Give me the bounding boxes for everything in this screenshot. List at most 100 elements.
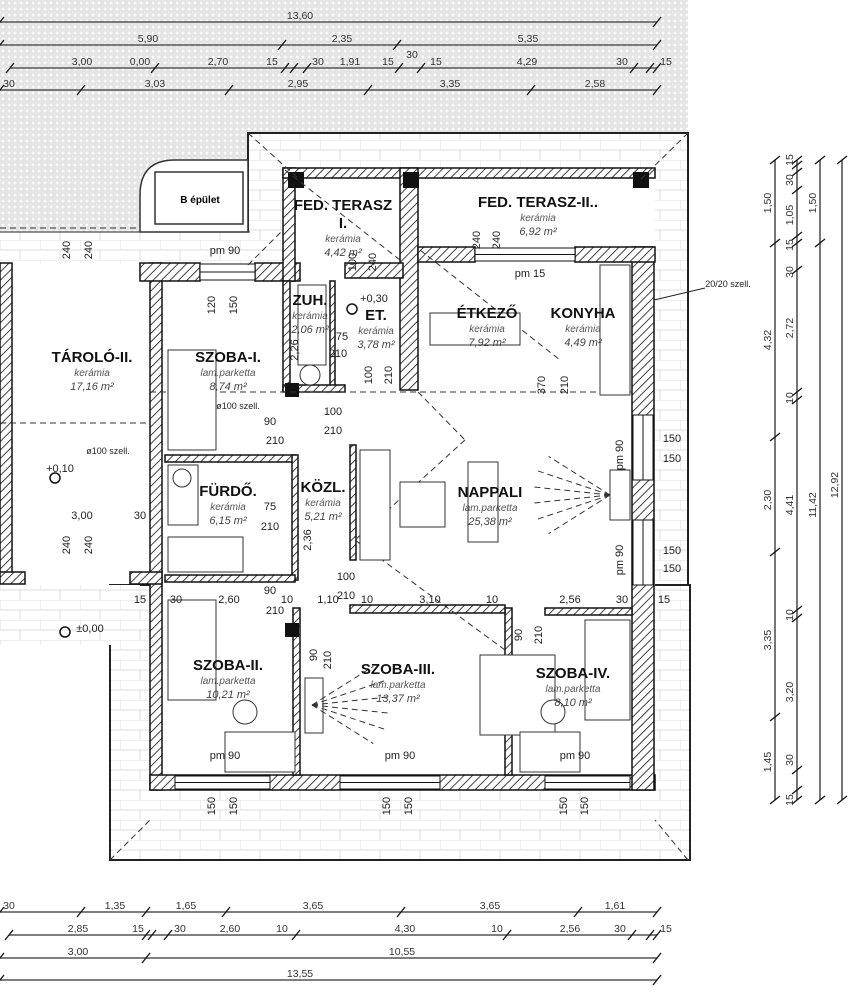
annotation-label: pm 90 xyxy=(614,545,626,576)
room-area: 10,21 m² xyxy=(206,689,250,701)
dimension-tick xyxy=(652,39,662,51)
dimension-tick xyxy=(791,155,803,165)
annotation-label: 150 xyxy=(228,296,240,314)
room-name: NAPPALI xyxy=(458,484,523,501)
dimension-label: 2,85 xyxy=(68,923,89,935)
dimension-label: 30 xyxy=(784,174,796,186)
wall-segment xyxy=(349,444,357,561)
dimension-tick xyxy=(526,84,536,96)
room-area: 6,15 m² xyxy=(209,515,247,527)
dimension-tick xyxy=(652,952,662,964)
annotation-label: 10 xyxy=(486,594,498,606)
annotation-label: 20/20 szell. xyxy=(705,279,751,289)
dimension-label: 1,61 xyxy=(605,900,626,912)
dimension-tick xyxy=(791,387,803,397)
annotation-label: 370 xyxy=(536,376,548,394)
annotation-label: 30 xyxy=(616,594,628,606)
dimension-label: 3,00 xyxy=(68,946,89,958)
dimension-label: 30 xyxy=(616,56,628,68)
dimension-label: 4,41 xyxy=(784,495,796,516)
dimension-label: 30 xyxy=(614,923,626,935)
annotation-label: 150 xyxy=(663,563,681,575)
dimension-tick xyxy=(791,160,803,170)
furniture-item xyxy=(224,731,296,773)
annotation-label: 150 xyxy=(381,797,393,815)
annotation-label: 10 xyxy=(281,594,293,606)
room-area: 6,92 m² xyxy=(519,226,557,238)
room-name: KÖZL. xyxy=(301,479,346,496)
annotation-label: 90 xyxy=(513,629,525,641)
wall-segment xyxy=(417,246,476,263)
dimension-tick xyxy=(814,155,826,165)
dimension-label: 13,55 xyxy=(287,968,313,980)
annotation-label: pm 90 xyxy=(210,245,241,257)
annotation-label: 210 xyxy=(266,435,284,447)
dimension-label: 3,03 xyxy=(145,78,166,90)
dashed-line xyxy=(247,229,284,266)
dimension-tick xyxy=(791,785,803,795)
dimension-tick xyxy=(163,929,173,941)
annotation-label: 15 xyxy=(658,594,670,606)
annotation-label: 210 xyxy=(337,590,355,602)
annotation-label: ø100 szell. xyxy=(216,401,260,411)
annotation-label: 3,00 xyxy=(71,510,92,522)
room-material: kerámia xyxy=(469,324,505,335)
dimension-label: 15 xyxy=(784,154,796,166)
dimension-tick xyxy=(769,155,781,165)
dimension-label: 30 xyxy=(3,900,15,912)
dimension-tick xyxy=(76,84,86,96)
heater-ray xyxy=(530,494,611,504)
dimension-label: 2,95 xyxy=(288,78,309,90)
annotation-label: 150 xyxy=(579,797,591,815)
room-name: ET. xyxy=(365,307,387,324)
dimension-tick xyxy=(652,62,662,74)
dimension-label: 15 xyxy=(660,56,672,68)
room-area: 8,10 m² xyxy=(554,697,592,709)
dimension-tick xyxy=(791,605,803,615)
room-name: SZOBA-II. xyxy=(193,657,263,674)
plan-lines xyxy=(0,132,689,861)
dimension-label: 11,42 xyxy=(807,492,819,518)
annotation-label: 2,60 xyxy=(218,594,239,606)
dimension-label: 0,00 xyxy=(130,56,151,68)
annotation-label: 150 xyxy=(663,453,681,465)
furniture-item xyxy=(167,349,217,451)
room-material: lam.parketta xyxy=(370,680,425,691)
dashed-line xyxy=(284,169,401,261)
room-material: lam.parketta xyxy=(200,676,255,687)
room-name: FÜRDŐ. xyxy=(199,482,257,500)
room-name: FED. TERASZ xyxy=(294,197,392,214)
dimension-label: 10,55 xyxy=(389,946,415,958)
furniture-item xyxy=(167,536,244,573)
dimension-label: 15 xyxy=(430,56,442,68)
annotation-label: 210 xyxy=(533,626,545,644)
dimension-tick xyxy=(0,39,5,47)
annotation-label: 150 xyxy=(663,545,681,557)
dimension-tick xyxy=(645,929,655,941)
dimension-tick xyxy=(141,952,151,964)
dimension-tick xyxy=(645,62,655,74)
room-name: SZOBA-IV. xyxy=(536,665,610,682)
paving-southwest xyxy=(0,585,140,645)
annotation-label: pm 90 xyxy=(210,750,241,762)
dimension-tick xyxy=(791,167,803,177)
leader-line xyxy=(653,287,706,301)
heater-ray xyxy=(311,696,392,706)
room-area: 7,92 m² xyxy=(468,337,506,349)
annotation-label: 30 xyxy=(170,594,182,606)
dimension-tick xyxy=(502,929,512,941)
dimension-label: 1,50 xyxy=(762,193,774,214)
wall-segment xyxy=(544,607,633,616)
dimension-tick xyxy=(221,906,231,918)
dimension-tick xyxy=(141,906,151,918)
heater-ray xyxy=(530,486,611,496)
dimension-label: 10 xyxy=(276,923,288,935)
room-material: kerámia xyxy=(325,234,361,245)
room-area: 8,74 m² xyxy=(209,381,247,393)
wall-segment xyxy=(344,262,404,279)
annotation-label: 100 xyxy=(347,253,359,271)
furniture-item xyxy=(429,312,521,346)
column xyxy=(633,172,649,188)
annotation-label: 210 xyxy=(322,651,334,669)
